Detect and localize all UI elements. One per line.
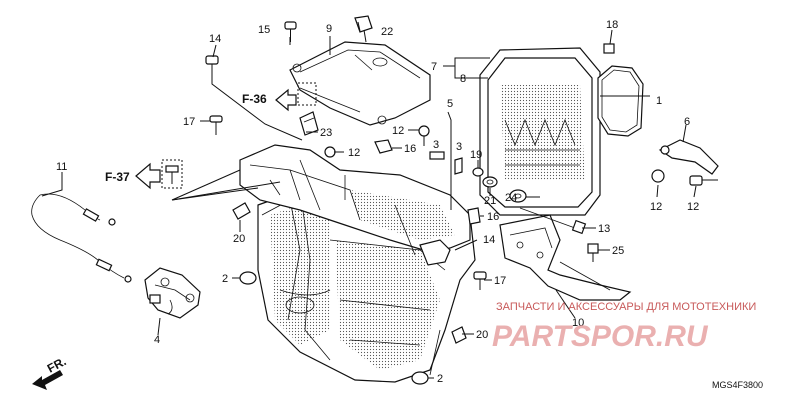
callout-3: 3 <box>433 139 439 151</box>
insert-3 <box>429 151 445 160</box>
gasket-part-1 <box>597 65 644 137</box>
f36-arrow <box>275 88 297 112</box>
cable-part-11 <box>31 193 132 283</box>
callout-9: 9 <box>326 23 332 35</box>
bolt-15 <box>284 21 297 42</box>
callout-20: 20 <box>476 329 488 341</box>
ref-f36: F-36 <box>242 92 267 106</box>
callout-15: 15 <box>258 24 270 36</box>
grommet-12-c <box>651 169 665 183</box>
bolt-18 <box>603 43 615 54</box>
lock-mechanism-4 <box>144 267 201 319</box>
box-top-frame <box>239 144 471 256</box>
bolt-25 <box>587 243 599 262</box>
callout-5: 5 <box>447 98 453 110</box>
front-arrow <box>32 370 63 390</box>
callout-1: 1 <box>656 95 662 107</box>
callout-21: 21 <box>484 195 496 207</box>
bracket-14 <box>419 239 451 266</box>
callout-22: 22 <box>381 26 393 38</box>
f37-ref-part <box>161 159 183 189</box>
callout-12: 12 <box>650 201 662 213</box>
callout-20: 20 <box>233 233 245 245</box>
grommet-12-a <box>418 125 430 146</box>
grommet-2-b <box>411 371 429 385</box>
leader-lines <box>41 21 697 379</box>
callout-6: 6 <box>684 116 690 128</box>
callout-2: 2 <box>437 373 443 385</box>
screw-17-top <box>209 115 223 135</box>
lid-part-9 <box>289 41 431 126</box>
clip-3-b <box>454 157 463 175</box>
callout-7: 7 <box>431 61 437 73</box>
callout-10: 10 <box>572 317 584 329</box>
clip-16-mid <box>467 207 481 225</box>
callout-12: 12 <box>348 147 360 159</box>
door-frame-7-8 <box>479 47 601 216</box>
callout-16: 16 <box>404 143 416 155</box>
front-label: FR. <box>45 354 69 375</box>
callout-18: 18 <box>606 19 618 31</box>
bolt-14-top <box>205 55 219 76</box>
f37-arrow <box>135 162 161 190</box>
callout-19: 19 <box>470 149 482 161</box>
grommet-12-b <box>324 146 336 158</box>
bracket-part-10 <box>499 214 632 301</box>
clip-16-top <box>374 139 393 154</box>
diagram-code: MGS4F3800 <box>712 380 763 390</box>
callout-12: 12 <box>687 201 699 213</box>
callout-17: 17 <box>494 275 506 287</box>
clip-20-right <box>451 326 467 344</box>
callout-24: 24 <box>505 192 517 204</box>
grommet-2-a <box>239 271 257 285</box>
callout-11: 11 <box>56 161 67 173</box>
callout-23: 23 <box>320 127 332 139</box>
clip-20-left <box>232 202 251 220</box>
callout-13: 13 <box>598 223 610 235</box>
callout-labels: 1 2 2 3 3 4 5 6 7 8 9 10 11 12 12 12 12 … <box>56 19 699 385</box>
callout-2: 2 <box>222 273 228 285</box>
washer-24 <box>509 189 527 203</box>
nut-19 <box>472 167 484 177</box>
callout-8: 8 <box>460 73 466 85</box>
callout-17: 17 <box>183 116 195 128</box>
bracket-23 <box>299 111 319 136</box>
bolt-17-right <box>689 175 718 186</box>
watermark-tagline: ЗАПЧАСТИ И АКСЕССУАРЫ ДЛЯ МОТОТЕХНИКИ <box>496 301 756 313</box>
callout-14: 14 <box>209 33 221 45</box>
callout-16: 16 <box>487 211 499 223</box>
callout-4: 4 <box>154 334 160 346</box>
screw-17-mid <box>473 271 487 290</box>
clip-22 <box>354 15 373 43</box>
ref-f37: F-37 <box>105 170 130 184</box>
callout-12: 12 <box>392 125 404 137</box>
bolt-13 <box>519 207 587 235</box>
callout-25: 25 <box>612 245 624 257</box>
callout-3: 3 <box>456 141 462 153</box>
hinge-part-6 <box>658 139 719 175</box>
washer-21 <box>482 176 498 188</box>
f36-ref-part <box>297 82 317 106</box>
callout-14: 14 <box>483 234 495 246</box>
watermark-brand: PARTSPOR.RU <box>492 320 709 353</box>
